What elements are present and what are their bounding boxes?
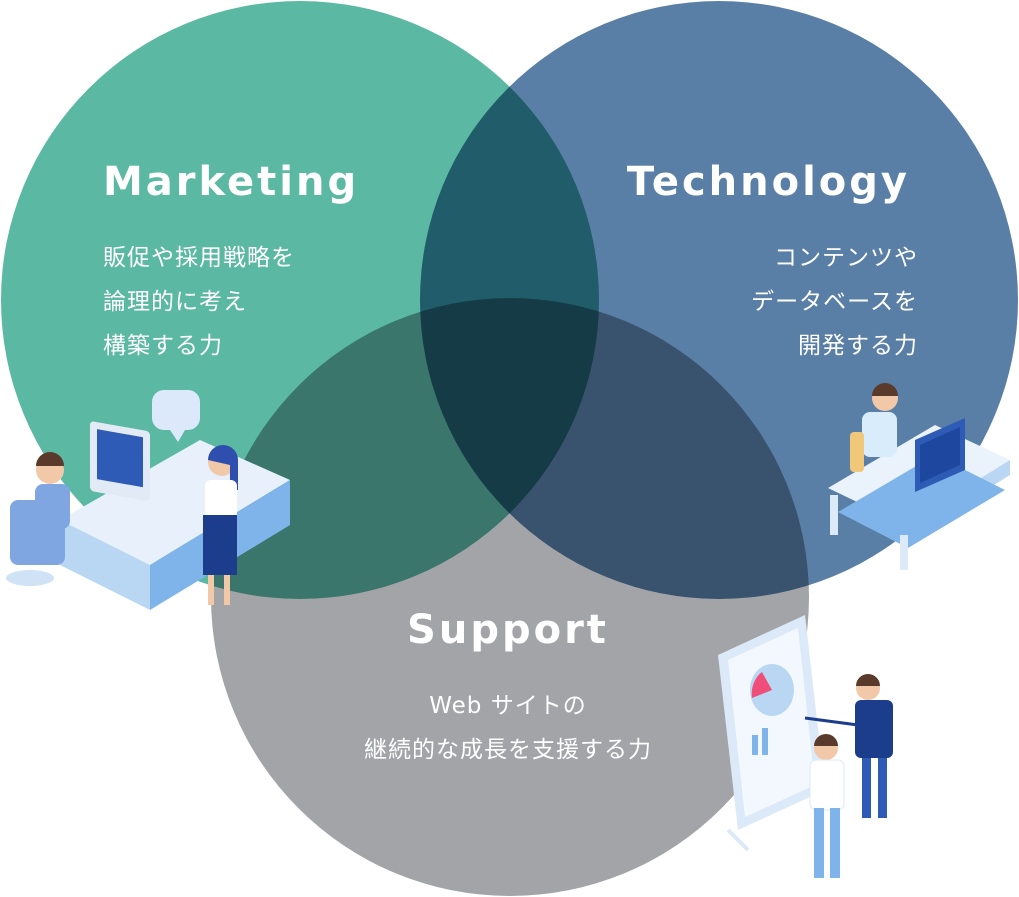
support-section: Support Web サイトの 継続的な成長を支援する力 (364, 607, 652, 763)
marketing-title: Marketing (103, 159, 359, 205)
support-circle (211, 298, 809, 896)
technology-line-2: データベースを (751, 289, 918, 315)
office-desk-with-two-people-icon (6, 390, 290, 610)
marketing-line-1: 販促や採用戦略を (103, 245, 295, 271)
marketing-section: Marketing 販促や採用戦略を 論理的に考え 構築する力 (103, 159, 359, 359)
support-title: Support (407, 607, 609, 653)
support-line-1: Web サイトの (429, 693, 586, 719)
technology-section: Technology コンテンツや データベースを 開発する力 (627, 159, 918, 359)
marketing-line-2: 論理的に考え (103, 289, 247, 315)
technology-line-1: コンテンツや (774, 245, 918, 271)
presentation-board-with-two-people-icon (718, 615, 893, 878)
support-line-2: 継続的な成長を支援する力 (364, 737, 652, 763)
marketing-line-3: 構築する力 (103, 333, 223, 359)
technology-line-3: 開発する力 (798, 333, 918, 359)
technology-title: Technology (627, 159, 910, 205)
person-at-computer-desk-icon (828, 383, 1010, 570)
